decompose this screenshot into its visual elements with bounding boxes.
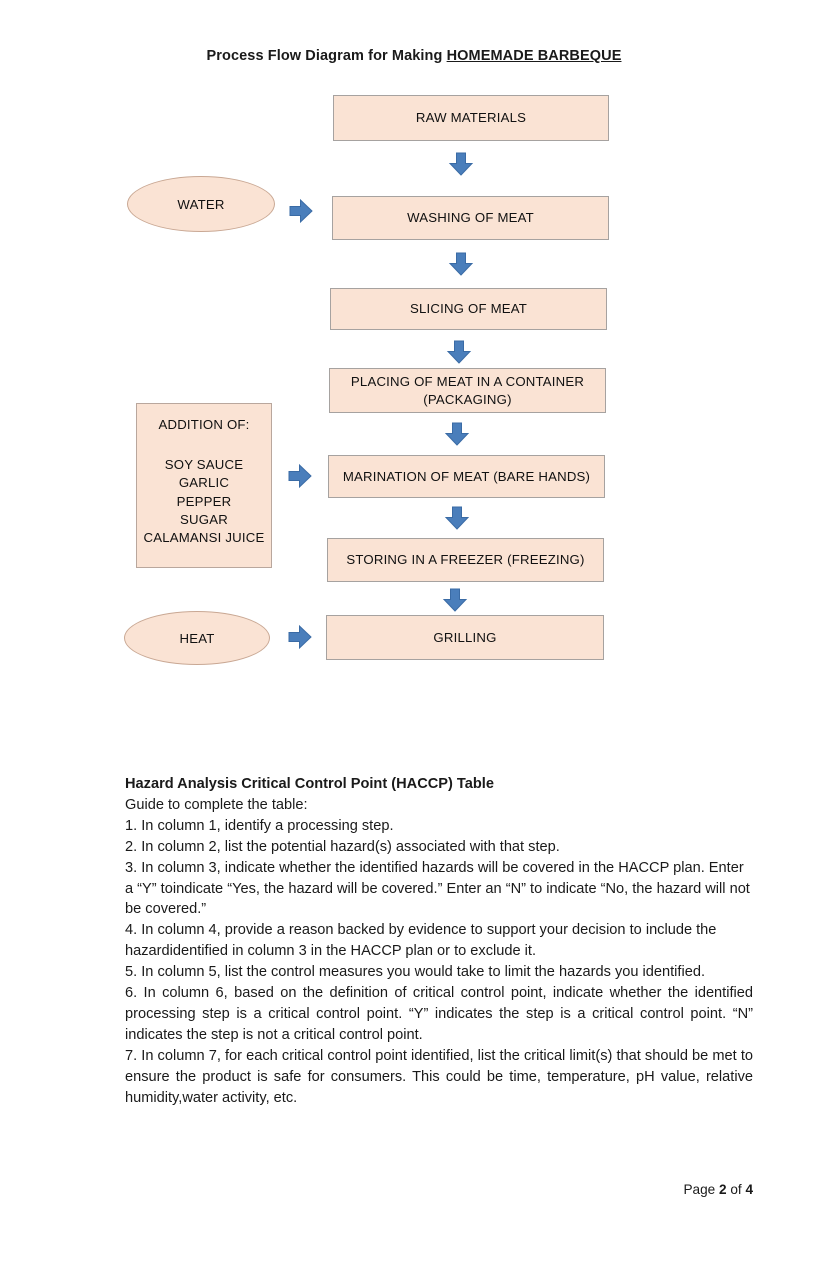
flow-step-label: MARINATION OF MEAT (BARE HANDS) <box>342 468 591 484</box>
flow-step-slicing-of-meat: SLICING OF MEAT <box>330 288 607 330</box>
footer-total-pages: 4 <box>745 1182 753 1197</box>
arrow-down-icon <box>444 422 470 446</box>
footer-current-page: 2 <box>718 1182 727 1197</box>
haccp-heading: Hazard Analysis Critical Control Point (… <box>125 776 494 792</box>
flow-step-marination: MARINATION OF MEAT (BARE HANDS) <box>328 455 605 498</box>
flow-step-grilling: GRILLING <box>326 615 604 660</box>
addition-item: CALAMANSI JUICE <box>143 530 265 546</box>
haccp-item-3: 3. In column 3, indicate whether the ide… <box>125 859 750 918</box>
arrow-right-icon <box>288 624 312 650</box>
flow-step-label: SLICING OF MEAT <box>409 301 528 317</box>
flow-step-label: RAW MATERIALS <box>415 110 527 126</box>
flow-step-label: GRILLING <box>433 629 497 645</box>
flow-step-label: STORING IN A FREEZER (FREEZING) <box>346 552 585 568</box>
haccp-item-2: 2. In column 2, list the potential hazar… <box>125 838 560 855</box>
arrow-down-icon <box>442 588 468 612</box>
arrow-down-icon <box>444 506 470 530</box>
arrow-right-icon <box>289 198 313 224</box>
addition-item: GARLIC <box>178 475 230 491</box>
footer-prefix: Page <box>683 1182 719 1197</box>
flow-input-label: WATER <box>177 196 225 212</box>
flow-step-raw-materials: RAW MATERIALS <box>333 95 609 141</box>
page-title: Process Flow Diagram for Making HOMEMADE… <box>0 48 828 64</box>
flow-input-label: HEAT <box>179 630 215 646</box>
addition-item: SUGAR <box>180 511 228 527</box>
haccp-text-block: Hazard Analysis Critical Control Point (… <box>125 774 753 1109</box>
arrow-down-icon <box>446 340 472 364</box>
flow-step-placing-in-container: PLACING OF MEAT IN A CONTAINER (PACKAGIN… <box>329 368 606 413</box>
haccp-guide-intro: Guide to complete the table: <box>125 796 308 813</box>
addition-item: SOY SAUCE <box>164 457 244 473</box>
page-title-emphasis: HOMEMADE BARBEQUE <box>446 48 622 64</box>
addition-item: PEPPER <box>176 493 232 509</box>
haccp-item-4: 4. In column 4, provide a reason backed … <box>125 922 717 960</box>
flow-input-heat: HEAT <box>124 611 270 665</box>
addition-panel-heading: ADDITION OF: <box>158 417 250 432</box>
flow-step-label-line1: PLACING OF MEAT IN A CONTAINER <box>350 373 585 389</box>
footer-middle: of <box>726 1182 746 1197</box>
flow-step-label-line2: (PACKAGING) <box>423 391 512 407</box>
page-title-prefix: Process Flow Diagram for Making <box>206 48 447 64</box>
arrow-right-icon <box>288 463 312 489</box>
page-footer: Page 2 of 4 <box>0 1182 753 1197</box>
arrow-down-icon <box>448 252 474 276</box>
haccp-item-6: 6. In column 6, based on the definition … <box>125 985 753 1043</box>
flow-step-label: WASHING OF MEAT <box>407 210 534 226</box>
flow-step-washing-of-meat: WASHING OF MEAT <box>332 196 609 240</box>
arrow-down-icon <box>448 152 474 176</box>
flow-input-water: WATER <box>127 176 275 232</box>
haccp-item-5: 5. In column 5, list the control measure… <box>125 964 705 981</box>
haccp-item-7: 7. In column 7, for each critical contro… <box>125 1047 753 1106</box>
flow-input-addition-panel: ADDITION OF: SOY SAUCE GARLIC PEPPER SUG… <box>136 403 272 568</box>
flow-step-storing-freezer: STORING IN A FREEZER (FREEZING) <box>327 538 604 582</box>
haccp-item-1: 1. In column 1, identify a processing st… <box>125 817 394 834</box>
